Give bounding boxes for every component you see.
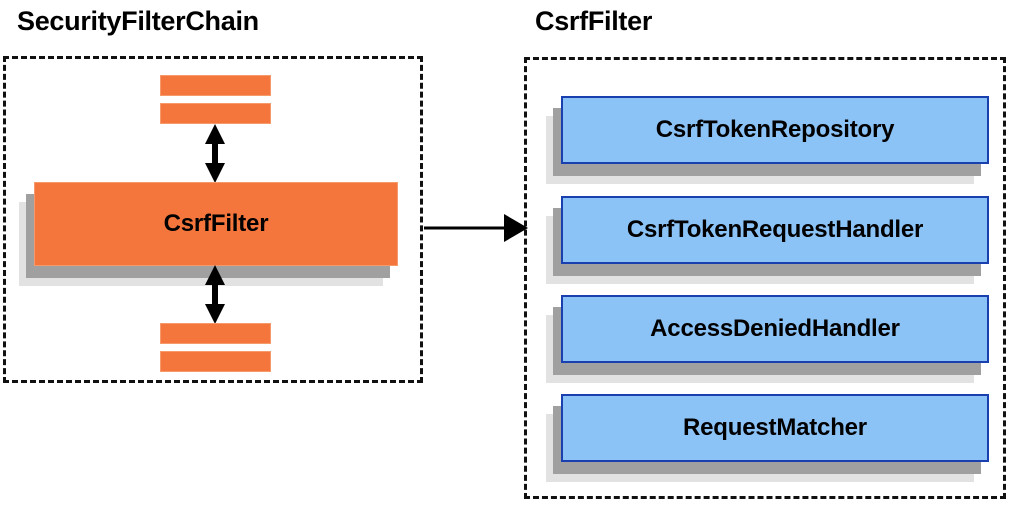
filter-stub-bottom-1 [160, 323, 271, 344]
node-csrf-token-request-handler[interactable]: CsrfTokenRequestHandler [546, 196, 989, 284]
panel-title-csrf-filter: CsrfFilter [535, 6, 653, 36]
node-face: CsrfTokenRequestHandler [561, 196, 989, 264]
node-face: RequestMatcher [561, 394, 989, 462]
node-face: AccessDeniedHandler [561, 295, 989, 363]
node-face: CsrfFilter [34, 182, 398, 266]
node-csrf-filter[interactable]: CsrfFilter [19, 182, 398, 286]
node-label-request-matcher: RequestMatcher [683, 414, 867, 441]
node-csrf-token-repository[interactable]: CsrfTokenRepository [546, 96, 989, 184]
filter-stub-bottom-2 [160, 351, 271, 372]
panel-title-security-filter-chain: SecurityFilterChain [17, 6, 259, 36]
node-request-matcher[interactable]: RequestMatcher [546, 394, 989, 482]
arrow-expand-csrf-filter [424, 211, 528, 245]
node-label-csrf-filter: CsrfFilter [163, 210, 269, 237]
filter-stub-top-2 [160, 103, 271, 124]
filter-stub-top-1 [160, 75, 271, 96]
node-label-access-denied-handler: AccessDeniedHandler [650, 315, 900, 342]
panel-csrf-filter [524, 57, 1006, 499]
node-label-csrf-token-request-handler: CsrfTokenRequestHandler [626, 216, 924, 243]
arrow-csrf-filter-to-upper-filters [198, 124, 232, 183]
arrow-csrf-filter-to-lower-filters [198, 265, 232, 324]
panel-security-filter-chain [3, 56, 423, 383]
node-label-csrf-token-repository: CsrfTokenRepository [655, 116, 895, 143]
node-access-denied-handler[interactable]: AccessDeniedHandler [546, 295, 989, 383]
node-face: CsrfTokenRepository [561, 96, 989, 164]
